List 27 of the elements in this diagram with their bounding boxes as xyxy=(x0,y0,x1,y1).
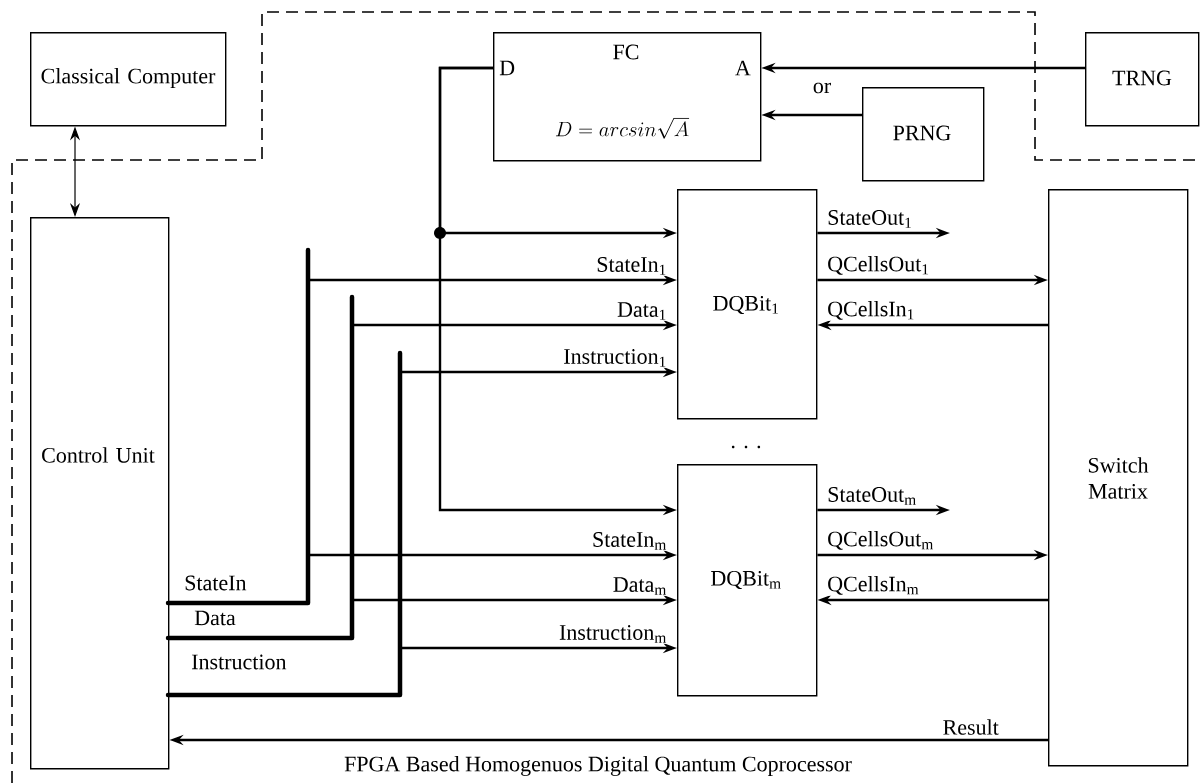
bus-label: Data xyxy=(194,610,236,626)
switch-matrix-box: Switch Matrix xyxy=(1048,189,1189,767)
edge-label: QCellsIn$_{1}$ xyxy=(826,299,916,321)
edge-label: StateIn$_{1}$ xyxy=(595,256,668,276)
edge-label: Instruction$_{1}$ xyxy=(562,348,668,368)
bus-label: Instruction xyxy=(192,654,287,670)
qubit-box: DQBit$_{m}$ xyxy=(677,464,818,697)
edge-label: StateOut$_{m}$ xyxy=(826,486,918,506)
edge-label: QCellsOut$_{1}$ xyxy=(826,254,931,276)
control-unit-box: Control Unit xyxy=(30,217,170,770)
edge-label: Result xyxy=(941,718,1000,736)
generator-box: TRNG xyxy=(1085,32,1200,127)
edge-label: QCellsOut$_{m}$ xyxy=(826,529,935,551)
qubit-box: DQBit$_{1}$ xyxy=(677,189,818,420)
edge-label: StateOut$_{1}$ xyxy=(826,209,914,229)
or-label: or xyxy=(813,82,831,94)
edge-label: QCellsIn$_{m}$ xyxy=(826,574,921,596)
edge-label: Data$_{m}$ xyxy=(611,576,668,596)
bus-label: StateIn xyxy=(185,575,247,591)
computer-box: Classical Computer xyxy=(30,32,227,127)
caption: FPGA Based Homogenuos Digital Quantum Coprocessor xyxy=(344,756,852,776)
generator-box: PRNG xyxy=(862,87,985,182)
edge-label: Instruction$_{m}$ xyxy=(558,624,668,644)
ellipsis: · · · xyxy=(731,445,761,449)
edge-label: Data$_{1}$ xyxy=(616,301,668,321)
edge-label: StateIn$_{m}$ xyxy=(591,531,668,551)
function-box: FC D A $D = arcsin\sqrt{A}$ xyxy=(493,32,762,162)
